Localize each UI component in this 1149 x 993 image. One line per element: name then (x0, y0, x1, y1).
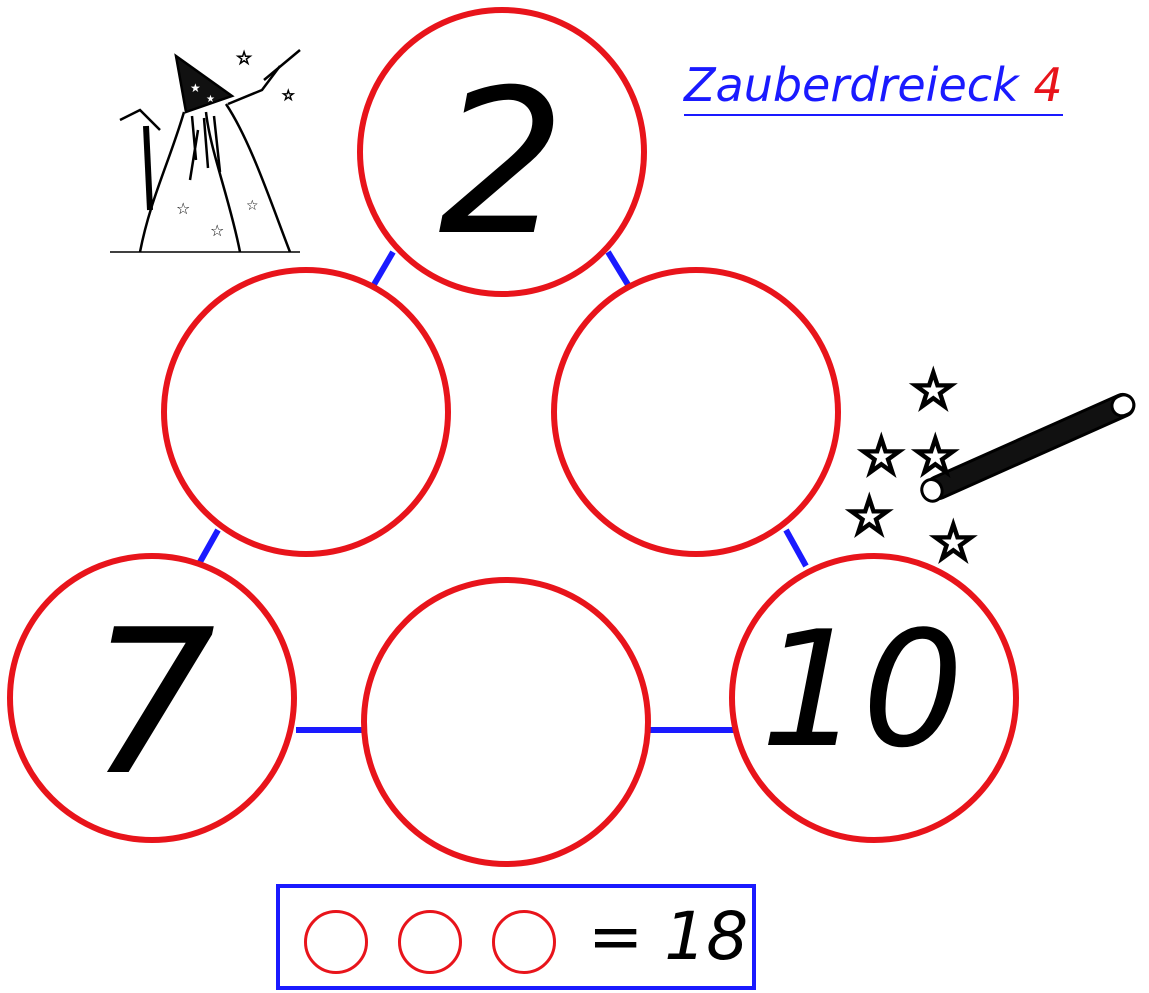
svg-text:☆: ☆ (176, 199, 190, 218)
sum-slot-3[interactable] (492, 910, 556, 974)
svg-text:☆: ☆ (910, 361, 957, 421)
triangle-lines (197, 250, 809, 733)
svg-text:☆: ☆ (210, 221, 224, 240)
stars-icon: ☆ ☆ ☆ ☆ ☆ (845, 360, 979, 575)
circle-bottom-left (7, 553, 297, 843)
line-top-right (605, 250, 633, 290)
sum-box: = 18 (276, 884, 756, 990)
circle-bottom-right (729, 553, 1019, 843)
page-title: Zauberdreieck 4 (684, 56, 1063, 116)
circle-bottom-left-number: 7 (88, 587, 215, 820)
svg-text:☆: ☆ (282, 88, 295, 104)
line-right (783, 528, 809, 568)
circle-bottom-middle[interactable] (361, 577, 651, 867)
sum-slot-2[interactable] (398, 910, 462, 974)
circle-right-middle[interactable] (551, 267, 841, 557)
svg-text:☆: ☆ (930, 513, 977, 573)
sum-slot-1[interactable] (304, 910, 368, 974)
magic-wand-icon (920, 392, 1136, 503)
svg-text:★: ★ (206, 94, 215, 105)
circle-left-middle[interactable] (161, 267, 451, 557)
circle-bottom-right-number: 10 (760, 596, 964, 783)
sum-equation: = 18 (588, 898, 749, 975)
title-word: Zauberdreieck (684, 58, 1019, 112)
circle-top (357, 7, 647, 297)
wizard-icon: ★ ★ ☆ ☆ ☆ ☆ ☆ (110, 48, 301, 253)
line-top-left (369, 250, 396, 290)
svg-text:☆: ☆ (246, 198, 259, 214)
svg-text:★: ★ (190, 81, 201, 95)
circle-top-number: 2 (438, 47, 565, 280)
svg-text:☆: ☆ (912, 427, 959, 487)
svg-text:☆: ☆ (846, 487, 893, 547)
svg-text:☆: ☆ (858, 427, 905, 487)
title-number: 4 (1033, 58, 1063, 112)
svg-text:☆: ☆ (236, 48, 252, 69)
line-left (197, 528, 221, 564)
